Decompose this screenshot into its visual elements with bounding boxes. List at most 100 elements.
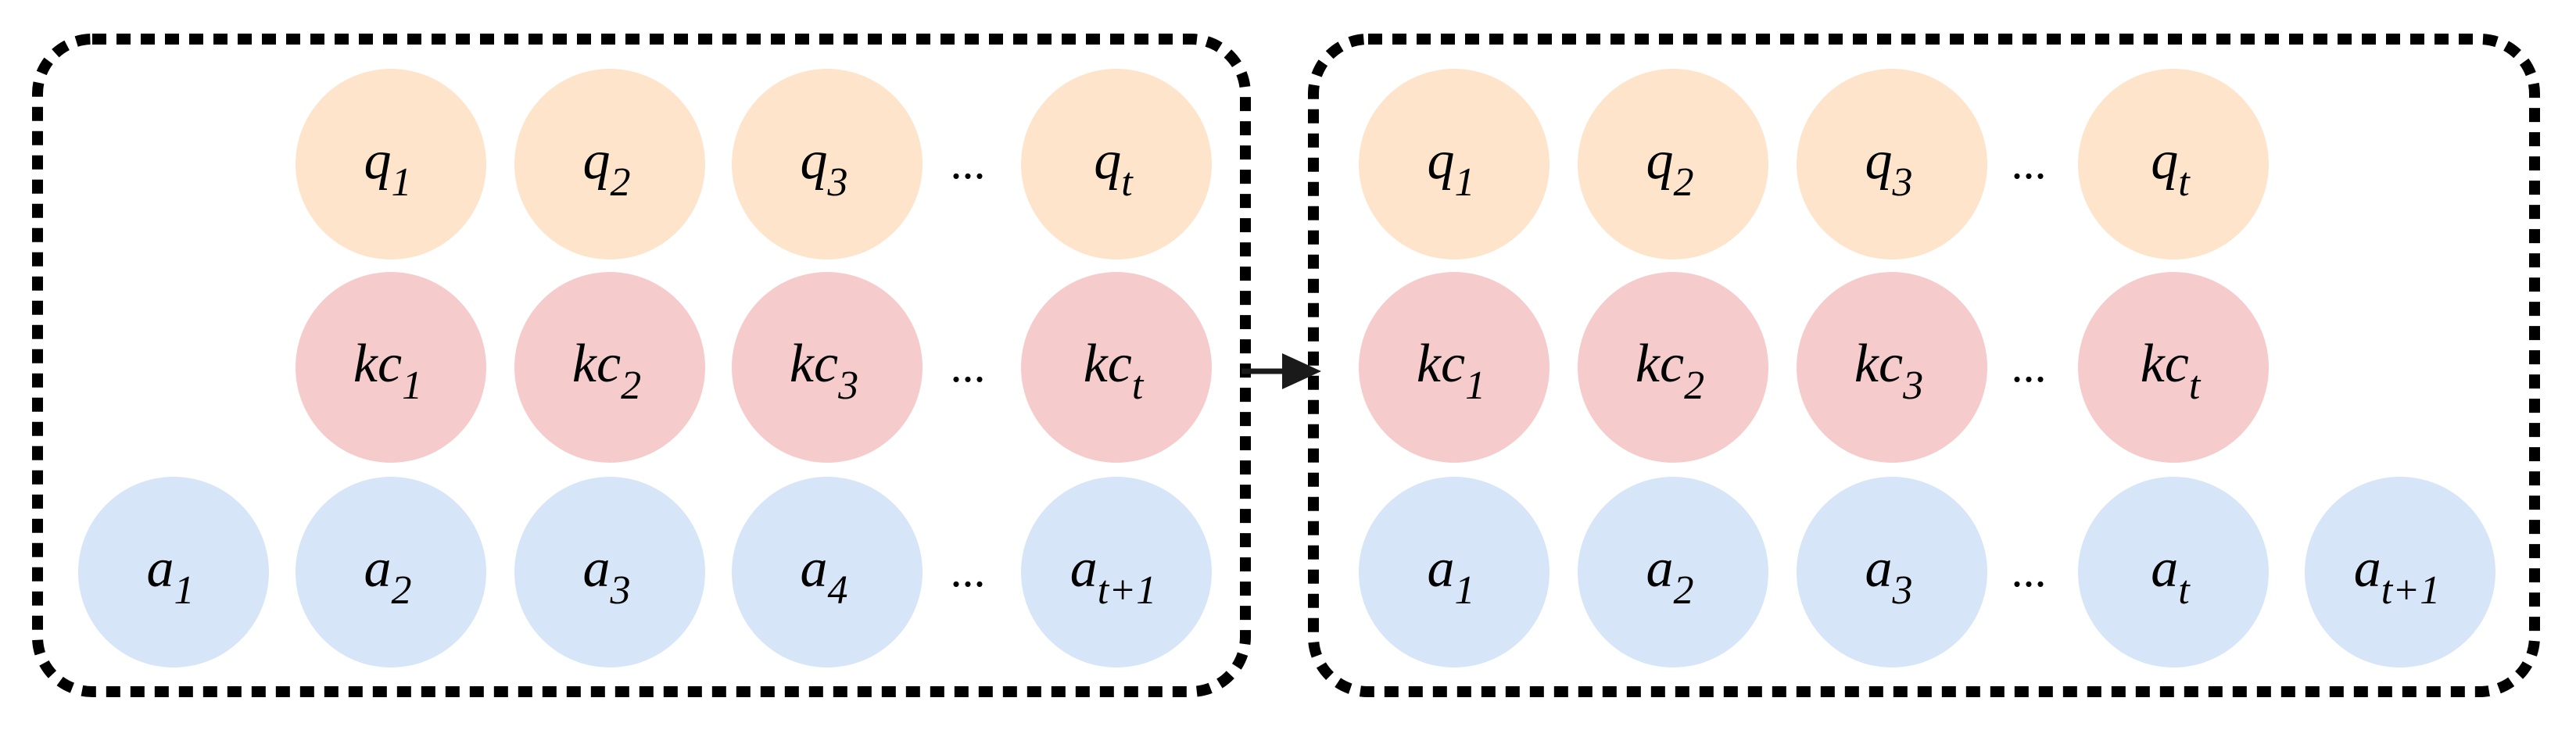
q-node-label: q2 xyxy=(1646,131,1694,205)
label-subscript: 2 xyxy=(611,160,631,205)
label-base: q xyxy=(1428,131,1455,191)
label-subscript: 1 xyxy=(1465,363,1485,408)
arrow-head-icon xyxy=(1282,353,1321,389)
left-panel-kc-node: kc2 xyxy=(514,272,705,463)
ellipsis-text: ... xyxy=(2012,545,2047,596)
label-base: kc xyxy=(1417,334,1465,394)
a-node-circle xyxy=(1797,477,1987,667)
left-panel-a-node: a2 xyxy=(296,477,486,667)
q-node-label: q3 xyxy=(801,131,848,205)
kc-node-label: kc1 xyxy=(353,334,422,408)
label-subscript: 1 xyxy=(1455,568,1475,613)
kc-node-circle xyxy=(296,272,486,463)
label-subscript: 4 xyxy=(828,568,848,613)
q-node-circle xyxy=(2078,69,2269,259)
kc-node-label: kc2 xyxy=(1636,334,1704,408)
label-subscript: 2 xyxy=(1674,568,1694,613)
left-panel-a-node: a3 xyxy=(514,477,705,667)
q-node-label: qt xyxy=(1094,131,1134,205)
q-node-circle xyxy=(1359,69,1550,259)
right-panel-frame xyxy=(1308,34,2540,697)
a-node-circle xyxy=(2305,477,2495,667)
left-panel-q-ellipsis: ... xyxy=(951,137,986,188)
right-panel-a-ellipsis: ... xyxy=(2012,545,2047,596)
label-base: q xyxy=(2151,131,2178,191)
label-base: kc xyxy=(1854,334,1903,394)
left-panel-q-node: q1 xyxy=(296,69,486,259)
left-panel-a-node: at+1 xyxy=(1021,477,1212,667)
label-subscript: 2 xyxy=(1674,160,1694,205)
a-node-circle xyxy=(1021,477,1212,667)
label-base: a xyxy=(1865,539,1893,599)
kc-node-circle xyxy=(1797,272,1987,463)
a-node-circle xyxy=(1578,477,1768,667)
a-node-circle xyxy=(514,477,705,667)
left-panel-kc-ellipsis: ... xyxy=(951,340,986,392)
label-subscript: t xyxy=(2178,568,2191,613)
label-subscript: 3 xyxy=(610,568,631,613)
right-panel-a-node: at+1 xyxy=(2305,477,2495,667)
kc-node-label: kc1 xyxy=(1417,334,1485,408)
left-panel-a-ellipsis: ... xyxy=(951,545,986,596)
q-node-label: q1 xyxy=(1428,131,1475,205)
kc-node-label: kc3 xyxy=(790,334,858,408)
kc-node-circle xyxy=(2078,272,2269,463)
kc-node-circle xyxy=(514,272,705,463)
kc-node-circle xyxy=(1021,272,1212,463)
label-base: a xyxy=(2151,539,2178,599)
right-panel-q-ellipsis: ... xyxy=(2012,137,2047,188)
label-subscript: 2 xyxy=(392,568,412,613)
a-node-label: at+1 xyxy=(1070,539,1157,613)
right-panel-a-node: a1 xyxy=(1359,477,1550,667)
left-panel-kc-node: kc1 xyxy=(296,272,486,463)
ellipsis-text: ... xyxy=(951,340,986,392)
right-panel-q-node: qt xyxy=(2078,69,2269,259)
label-subscript: t+1 xyxy=(1098,568,1157,613)
left-panel-kc-node: kc3 xyxy=(732,272,923,463)
label-subscript: 1 xyxy=(1455,160,1475,205)
label-subscript: 2 xyxy=(1684,363,1704,408)
q-node-circle xyxy=(1021,69,1212,259)
kc-node-circle xyxy=(1359,272,1550,463)
label-base: a xyxy=(583,539,611,599)
label-subscript: t xyxy=(2189,363,2202,408)
a-node-circle xyxy=(2078,477,2269,667)
label-base: kc xyxy=(353,334,402,394)
kc-node-label: kct xyxy=(2141,334,2202,408)
label-base: a xyxy=(1070,539,1098,599)
ellipsis-text: ... xyxy=(2012,137,2047,188)
a-node-circle xyxy=(1359,477,1550,667)
a-node-label: a4 xyxy=(801,539,848,613)
label-subscript: t xyxy=(1121,160,1134,205)
label-subscript: t xyxy=(1132,363,1145,408)
label-subscript: 3 xyxy=(1902,363,1923,408)
label-subscript: 3 xyxy=(827,160,848,205)
left-panel-frame xyxy=(32,34,1251,697)
label-subscript: t+1 xyxy=(2381,568,2441,613)
kc-node-circle xyxy=(732,272,923,463)
label-base: kc xyxy=(1084,334,1132,394)
left-panel-q-node: qt xyxy=(1021,69,1212,259)
label-base: a xyxy=(147,539,174,599)
transition-arrow xyxy=(1241,353,1321,389)
label-subscript: 1 xyxy=(402,363,422,408)
label-base: a xyxy=(1646,539,1674,599)
ellipsis-text: ... xyxy=(2012,340,2047,392)
label-subscript: 1 xyxy=(392,160,412,205)
a-node-circle xyxy=(732,477,923,667)
left-panel-kc-node: kct xyxy=(1021,272,1212,463)
label-subscript: 3 xyxy=(837,363,858,408)
label-subscript: 2 xyxy=(621,363,641,408)
right-panel-q-node: q3 xyxy=(1797,69,1987,259)
label-base: a xyxy=(1428,539,1455,599)
q-node-circle xyxy=(1797,69,1987,259)
a-node-label: a1 xyxy=(1428,539,1475,613)
right-panel-kc-node: kc3 xyxy=(1797,272,1987,463)
a-node-circle xyxy=(78,477,269,667)
q-node-label: q2 xyxy=(583,131,631,205)
a-node-label: a3 xyxy=(583,539,631,613)
label-base: kc xyxy=(2141,334,2189,394)
q-node-circle xyxy=(732,69,923,259)
